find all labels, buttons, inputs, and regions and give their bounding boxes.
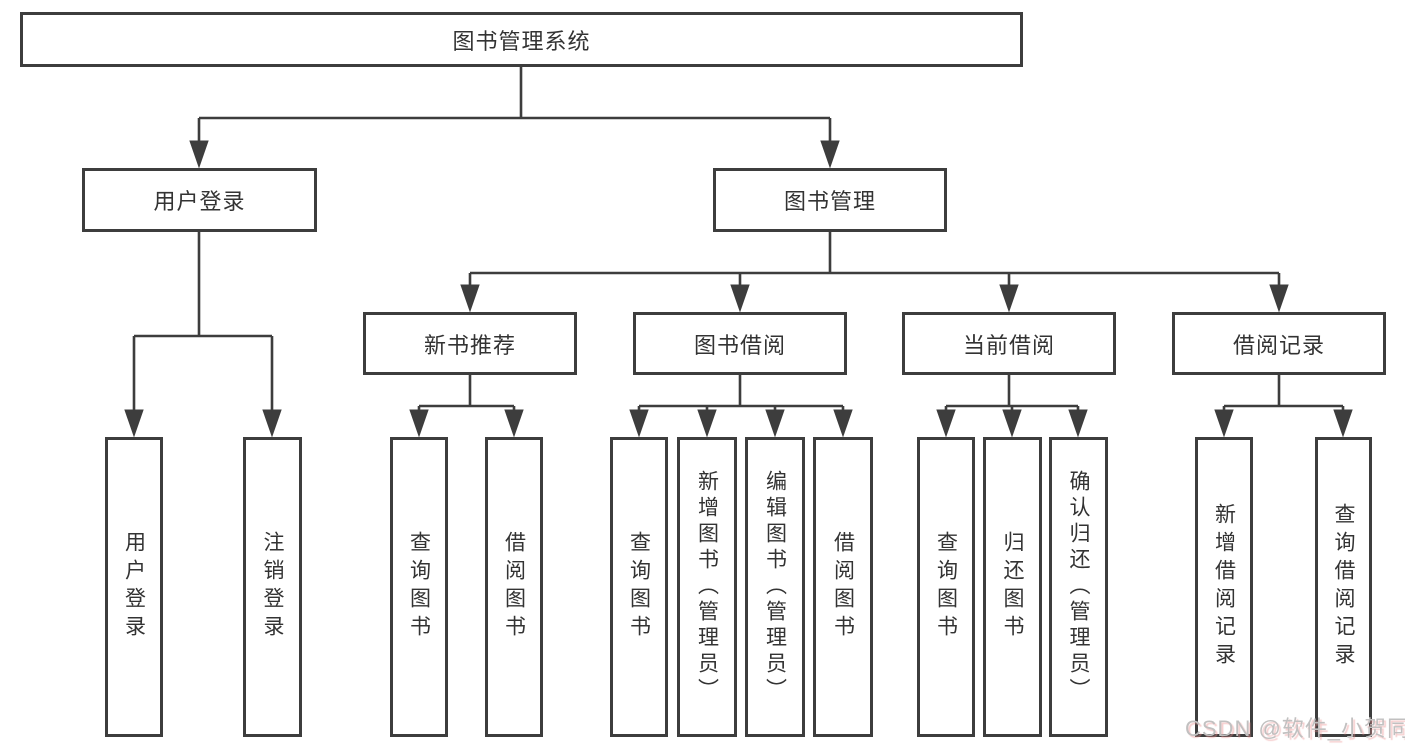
node-new-book-recommend: 新书推荐: [363, 312, 577, 375]
node-label: 用户登录: [122, 531, 146, 643]
connector-book-borrow-branch: [629, 374, 853, 438]
node-label: 查询图书: [407, 531, 431, 643]
csdn-watermark: CSDN @软件_小贺同学: [1185, 716, 1405, 741]
node-add-borrow-record: 新增借阅记录: [1195, 437, 1253, 737]
node-label: 借阅记录: [1232, 332, 1325, 358]
node-borrowing-records: 借阅记录: [1172, 312, 1386, 375]
node-return-book: 归还图书: [983, 437, 1042, 737]
node-label: 借阅图书: [831, 531, 855, 643]
node-book-management-module: 图书管理: [713, 168, 947, 232]
arrowhead-icon: [629, 409, 853, 438]
connector-current-borrow-branch: [936, 374, 1088, 438]
connector-borrow-record-branch: [1214, 374, 1353, 438]
node-user-login-module: 用户登录: [82, 168, 317, 232]
arrowhead-icon: [189, 140, 840, 169]
connector-new-book-branch: [409, 374, 524, 438]
connector-root-to-level2: [189, 67, 840, 169]
node-borrow-books-recommend: 借阅图书: [485, 437, 543, 737]
node-label: 确认归还（管理员）: [1067, 470, 1090, 704]
node-confirm-return-admin: 确认归还（管理员）: [1049, 437, 1108, 737]
node-label: 当前借阅: [962, 332, 1055, 358]
node-current-borrowing: 当前借阅: [902, 312, 1116, 375]
node-query-books-current: 查询图书: [917, 437, 975, 737]
connector-book-management-branch: [460, 232, 1289, 313]
node-query-books-borrowing: 查询图书: [610, 437, 668, 737]
node-label: 新增图书（管理员）: [695, 470, 719, 704]
node-label: 图书借阅: [693, 332, 786, 358]
node-borrow-books-borrowing: 借阅图书: [813, 437, 873, 737]
node-edit-book-admin: 编辑图书（管理员）: [745, 437, 805, 737]
node-label: 用户登录: [153, 189, 246, 214]
arrowhead-icon: [124, 409, 282, 438]
arrowhead-icon: [936, 409, 1088, 438]
node-user-login-leaf: 用户登录: [105, 437, 163, 737]
node-label: 编辑图书（管理员）: [763, 470, 787, 704]
connector-user-login-branch: [124, 232, 282, 438]
arrowhead-icon: [409, 409, 524, 438]
node-add-book-admin: 新增图书（管理员）: [677, 437, 737, 737]
node-label: 图书管理: [783, 189, 876, 214]
arrowhead-icon: [1214, 409, 1353, 438]
node-label: 借阅图书: [502, 531, 526, 643]
node-label: 查询借阅记录: [1332, 503, 1355, 671]
node-label: 注销登录: [261, 531, 284, 643]
node-book-borrowing: 图书借阅: [633, 312, 847, 375]
node-label: 查询图书: [627, 531, 651, 643]
node-query-borrow-record: 查询借阅记录: [1315, 437, 1372, 737]
node-library-management-system: 图书管理系统: [20, 12, 1023, 67]
node-label: 图书管理系统: [452, 28, 591, 54]
arrowhead-icon: [460, 284, 1289, 313]
node-label: 新书推荐: [423, 332, 516, 358]
node-logout-leaf: 注销登录: [243, 437, 302, 737]
node-query-books-recommend: 查询图书: [390, 437, 448, 737]
node-label: 查询图书: [934, 531, 958, 643]
node-label: 归还图书: [1001, 531, 1024, 643]
node-label: 新增借阅记录: [1212, 503, 1236, 671]
